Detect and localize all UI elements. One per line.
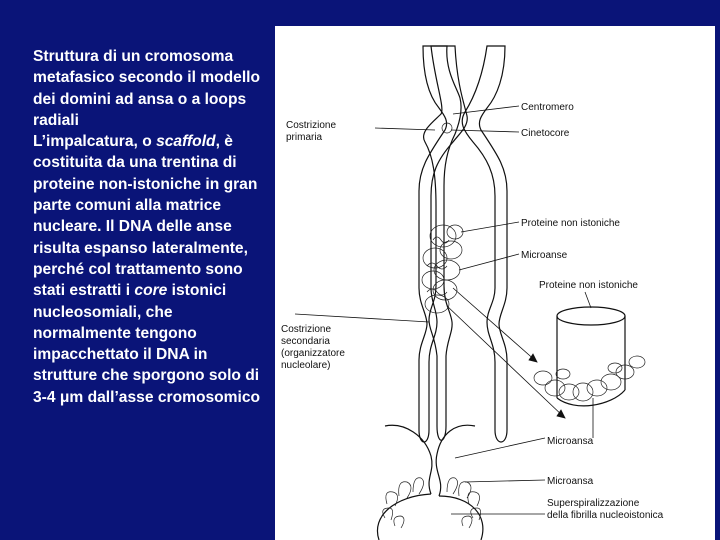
- label-costrizione-secondaria-4: nucleolare): [281, 360, 330, 371]
- body-unit: μm: [59, 388, 84, 406]
- label-proteine-non-istoniche-1: Proteine non istoniche: [521, 218, 620, 229]
- description-body: L’impalcatura, o scaffold, è costituita …: [33, 131, 265, 408]
- body-part-2: , è costituita da una trentina di protei…: [33, 133, 258, 300]
- description-text: Struttura di un cromosoma metafasico sec…: [33, 46, 265, 408]
- label-costrizione-primaria-2: primaria: [286, 132, 323, 143]
- description-title: Struttura di un cromosoma metafasico sec…: [33, 48, 261, 129]
- body-core-term: core: [134, 282, 168, 300]
- label-pointers: [294, 105, 520, 323]
- label-microansa-1: Microansa: [547, 436, 594, 447]
- label-costrizione-secondaria-3: (organizzatore: [281, 348, 345, 359]
- scaffold-pointer: [584, 291, 592, 309]
- label-superspiralizzazione-2: della fibrilla nucleoistonica: [547, 510, 664, 521]
- centromere-marker: [441, 122, 453, 134]
- loop-cluster: [421, 224, 464, 314]
- body-part-4: dall’asse cromosomico: [83, 388, 261, 406]
- chromosome-figure: Centromero Cinetocore Costrizione primar…: [275, 26, 715, 540]
- magnification-arrows: [446, 287, 566, 419]
- scaffold-loops: [533, 355, 646, 402]
- loop-detail: [376, 424, 484, 540]
- label-microansa-2: Microansa: [547, 476, 594, 487]
- detail-pointers: [451, 437, 546, 515]
- label-proteine-non-istoniche-2: Proteine non istoniche: [539, 280, 638, 291]
- label-costrizione-secondaria-1: Costrizione: [281, 324, 331, 335]
- label-cinetocore: Cinetocore: [521, 128, 570, 139]
- body-part-3: istonici nucleosomiali, che normalmente …: [33, 282, 260, 406]
- loop-detail-strands: [382, 477, 481, 529]
- label-costrizione-secondaria-2: secondaria: [281, 336, 330, 347]
- label-microanse: Microanse: [521, 250, 568, 261]
- scaffold-cylinder: [556, 306, 626, 407]
- label-centromero: Centromero: [521, 102, 574, 113]
- body-scaffold-term: scaffold: [156, 133, 216, 151]
- body-part-1: L’impalcatura, o: [33, 133, 157, 151]
- chromosome-right-arm: [461, 45, 508, 443]
- label-superspiralizzazione-1: Superspiralizzazione: [547, 498, 640, 509]
- label-costrizione-primaria-1: Costrizione: [286, 120, 336, 131]
- chromosome-outline: [423, 45, 462, 441]
- chromosome-diagram: Centromero Cinetocore Costrizione primar…: [281, 45, 664, 540]
